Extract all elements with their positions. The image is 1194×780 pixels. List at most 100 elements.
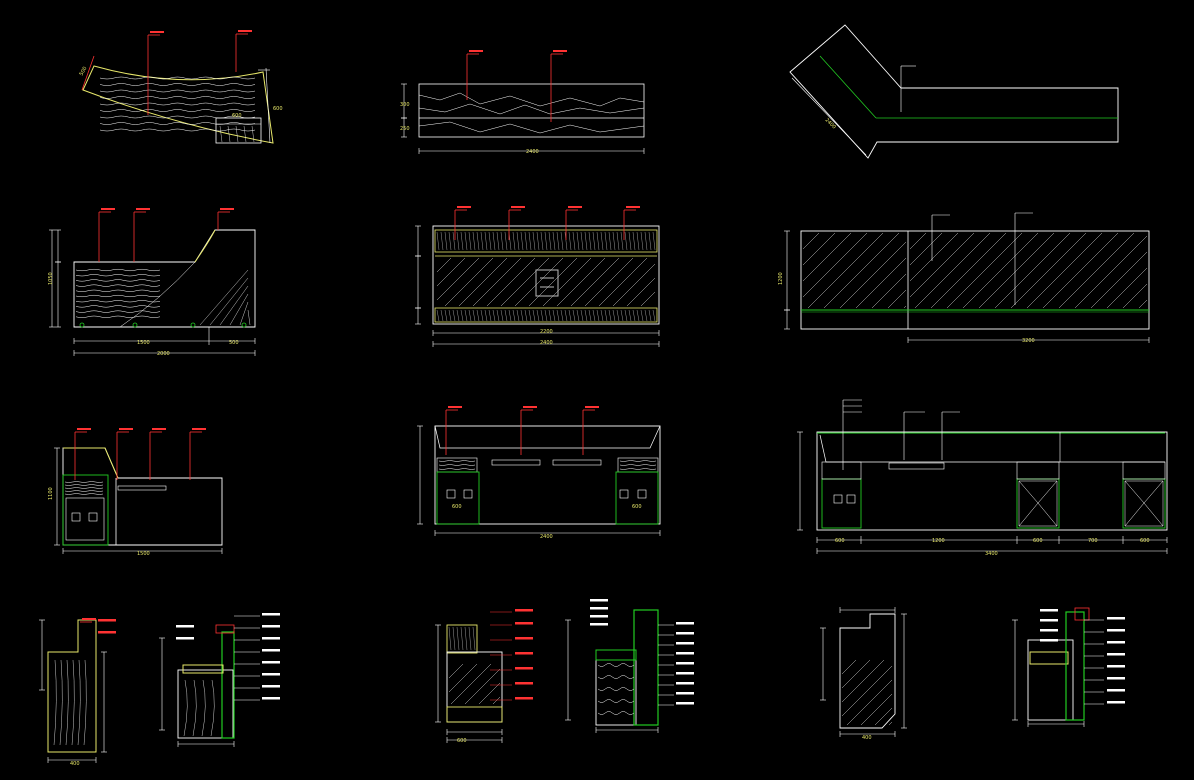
- wood-grain-line: [528, 231, 532, 251]
- wood-grain-line: [552, 309, 556, 322]
- dim-text: 600: [1033, 538, 1043, 544]
- hatch-line: [802, 232, 820, 250]
- annotation-label: [676, 632, 694, 635]
- glass-hatch: [486, 257, 536, 307]
- side-section-edge: [63, 447, 119, 479]
- glass-hatch: [458, 257, 508, 307]
- detail-section-d-panel: [1065, 611, 1085, 721]
- wood-grain-line: [548, 309, 552, 322]
- glass-hatch: [472, 257, 522, 307]
- wood-grain-line: [468, 309, 472, 322]
- wood-grain-line: [64, 490, 104, 492]
- hatch-line: [247, 309, 251, 326]
- wood-grain-line: [472, 231, 476, 251]
- wood-grain-line: [508, 309, 512, 322]
- wood-grain-line: [436, 309, 440, 322]
- wood-grain-line: [99, 102, 256, 106]
- annotation-label: [262, 697, 280, 700]
- wood-grain-line: [504, 309, 508, 322]
- hatch-line: [887, 289, 907, 309]
- dim-text: 400: [70, 761, 80, 767]
- geometry-layer: [39, 24, 1168, 763]
- wood-grain-line: [532, 231, 536, 251]
- wood-grain-line: [536, 231, 540, 251]
- wood-grain-line: [99, 83, 256, 86]
- outlet-box: [637, 489, 647, 499]
- leader-label-mark: [77, 428, 91, 430]
- annotation-label: [676, 702, 694, 705]
- wood-grain-line: [75, 284, 161, 287]
- wood-grain-line: [484, 309, 488, 322]
- wood-grain-line: [552, 231, 556, 251]
- glass-hatch: [556, 257, 606, 307]
- wood-grain-line: [576, 231, 580, 251]
- annotation-label: [676, 682, 694, 685]
- wood-grain-line: [99, 109, 256, 112]
- wood-grain-line: [588, 231, 592, 251]
- wood-grain-line: [452, 231, 456, 251]
- leader-label-mark: [238, 30, 252, 32]
- front-top-band: [434, 229, 658, 253]
- wood-grain-line: [560, 309, 564, 322]
- hatch-line: [962, 232, 1039, 309]
- annotation-label: [1107, 677, 1125, 680]
- wood-grain-line: [444, 231, 448, 251]
- annotation-label: [676, 642, 694, 645]
- hatch-line: [841, 659, 871, 689]
- annotation-label: [1107, 665, 1125, 668]
- wood-grain-line: [528, 309, 532, 322]
- wood-grain-line: [64, 493, 104, 495]
- outlet-box: [463, 489, 473, 499]
- wood-grain-line: [620, 309, 624, 322]
- wood-grain-line: [496, 309, 500, 322]
- wood-grain-line: [652, 309, 656, 322]
- wood-grain-line: [75, 289, 161, 292]
- dim-text: 2400: [824, 117, 837, 130]
- wood-grain-line: [440, 309, 444, 322]
- detail-section-b-base: [446, 706, 503, 723]
- wood-grain-line: [532, 309, 536, 322]
- wood-grain-line: [640, 231, 644, 251]
- hatch-line: [1026, 232, 1103, 309]
- wood-grain-line: [227, 125, 231, 143]
- wood-grain-line: [468, 626, 472, 651]
- detail-section-a-cap: [215, 624, 235, 634]
- wood-grain-line: [460, 626, 464, 651]
- wood-grain-line: [77, 659, 81, 746]
- wood-grain-line: [456, 309, 460, 322]
- dim-text: 3200: [1022, 338, 1035, 344]
- hatch-line: [1090, 251, 1148, 309]
- wood-grain-line: [592, 309, 596, 322]
- wood-grain-line: [560, 231, 564, 251]
- wood-grain-line: [628, 309, 632, 322]
- annotation-label: [590, 599, 608, 602]
- detail-profile-c: [839, 613, 896, 729]
- wood-grain-line: [438, 468, 476, 470]
- wood-grain-line: [620, 231, 624, 251]
- wood-grain-line: [524, 309, 528, 322]
- leader-label-mark: [585, 406, 599, 408]
- annotation-label: [262, 625, 280, 628]
- wood-grain-line: [584, 309, 588, 322]
- hatch-line: [994, 232, 1071, 309]
- wood-grain-line: [640, 309, 644, 322]
- hatch-line: [1010, 232, 1087, 309]
- front-drawer-right: [617, 457, 659, 473]
- dim-text: 2000: [157, 351, 170, 357]
- annotation-label: [98, 619, 116, 622]
- cabinet-plan-box: [215, 117, 262, 144]
- dim-text: 250: [400, 126, 410, 132]
- wood-grain-line: [616, 309, 620, 322]
- annotation-label: [262, 613, 280, 616]
- hatch-line: [478, 682, 501, 705]
- wood-grain-line: [83, 659, 87, 746]
- leader-label-mark: [220, 208, 234, 210]
- wood-grain-line: [438, 464, 476, 466]
- keyboard-tray: [491, 459, 541, 466]
- annotation-label: [1107, 653, 1125, 656]
- wood-grain-line: [596, 231, 600, 251]
- wood-grain-line: [520, 231, 524, 251]
- wood-grain-line: [99, 115, 256, 119]
- long-drawer: [1122, 461, 1166, 480]
- leader-label-mark: [457, 206, 471, 208]
